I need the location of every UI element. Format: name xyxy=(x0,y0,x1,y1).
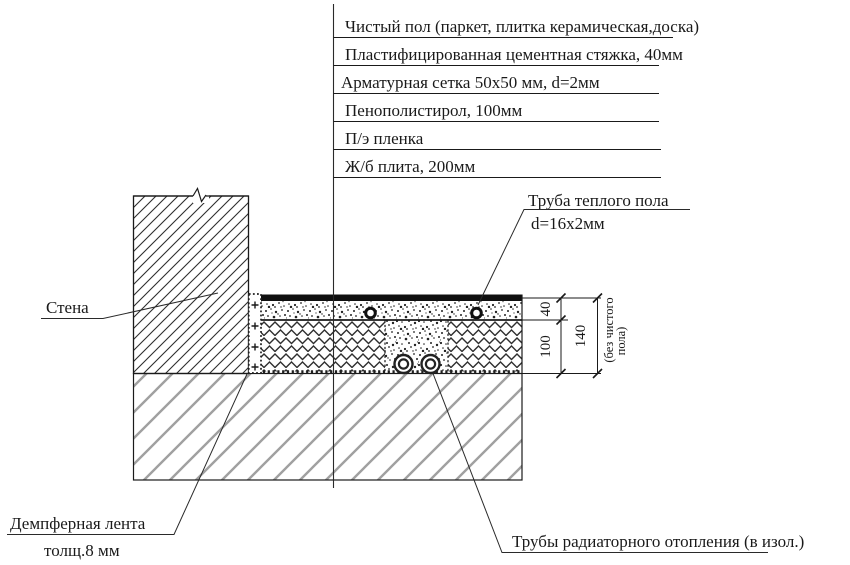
radiator-pipe-1 xyxy=(393,353,414,375)
callout-damper-tape: Демпферная лента толщ.8 мм xyxy=(7,373,248,560)
radiator-pipes-leader-line xyxy=(432,373,768,553)
wall-label: Стена xyxy=(46,298,89,317)
dimension-note-line1: (без чистого xyxy=(602,297,616,362)
layer-label-screed: Пластифицированная цементная стяжка, 40м… xyxy=(345,45,683,64)
layer-label-finish-floor: Чистый пол (паркет, плитка керамическая,… xyxy=(345,17,699,36)
radiator-pipe-2 xyxy=(420,353,441,375)
break-mark xyxy=(192,187,207,203)
dimension-screed-40: 40 xyxy=(538,302,554,317)
dimension-lines xyxy=(560,298,598,374)
heating-pipe-label-size: d=16x2мм xyxy=(531,214,605,233)
callout-wall: Стена xyxy=(41,292,219,319)
callout-radiator-pipes: Трубы радиаторного отопления (в изол.) xyxy=(432,373,804,553)
dimension-block xyxy=(522,292,603,379)
layer-legend: Чистый пол (паркет, плитка керамическая,… xyxy=(333,17,699,179)
concrete-slab-body xyxy=(132,372,523,481)
heating-pipe-2 xyxy=(470,306,483,320)
radiator-pipes-label: Трубы радиаторного отопления (в изол.) xyxy=(512,532,804,551)
damper-tape-strip xyxy=(247,293,262,374)
wall-section xyxy=(132,187,250,375)
screed-layer xyxy=(261,301,522,320)
heating-pipe-leader-line xyxy=(477,209,690,306)
wall-leader-line xyxy=(41,292,219,319)
callout-heating-pipe: Труба теплого пола d=16x2мм xyxy=(477,191,690,306)
damper-tape xyxy=(247,293,262,374)
damper-leader-line xyxy=(7,373,248,535)
damper-tape-plus-marks xyxy=(251,301,259,371)
wall-body xyxy=(132,195,250,375)
damper-label-size: толщ.8 мм xyxy=(44,541,120,560)
finish-floor-band xyxy=(261,294,522,301)
heating-pipe-1 xyxy=(364,306,377,320)
layer-label-mesh: Арматурная сетка 50x50 мм, d=2мм xyxy=(341,73,600,92)
dimension-insulation-100: 100 xyxy=(538,335,554,358)
dimension-note-line2: пола) xyxy=(614,327,628,356)
concrete-slab xyxy=(132,372,523,481)
layer-label-polystyrene: Пенополистирол, 100мм xyxy=(345,101,522,120)
floor-layers xyxy=(247,293,523,375)
break-mark-mask xyxy=(193,188,209,203)
heating-pipe-label-title: Труба теплого пола xyxy=(528,191,669,210)
dimension-ticks xyxy=(555,292,603,379)
dimension-total-140: 140 xyxy=(573,325,589,348)
layer-label-pe-film: П/э пленка xyxy=(345,129,424,148)
damper-label-title: Демпферная лента xyxy=(10,514,146,533)
layer-label-slab: Ж/б плита, 200мм xyxy=(345,157,475,176)
